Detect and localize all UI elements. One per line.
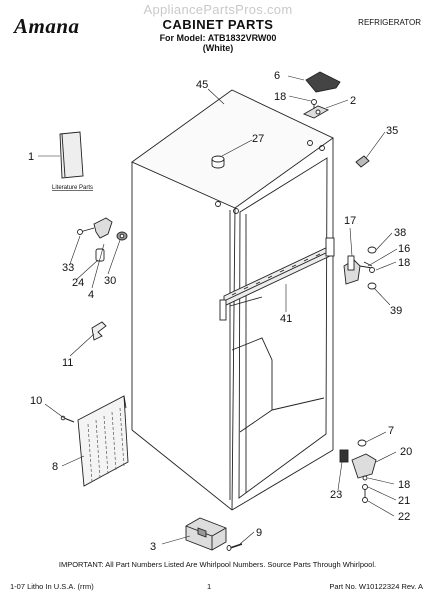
literature-booklet xyxy=(59,131,84,179)
callout-6: 6 xyxy=(274,70,280,82)
plug-button-part xyxy=(211,155,225,169)
callout-23: 23 xyxy=(330,489,342,501)
print-info: 1-07 Litho In U.S.A. (rrm) xyxy=(10,582,94,591)
literature-parts-label: Literature Parts xyxy=(52,185,93,191)
callout-21: 21 xyxy=(398,495,410,507)
callout-18-mid: 18 xyxy=(398,257,410,269)
callout-18-top: 18 xyxy=(274,91,286,103)
callout-30: 30 xyxy=(104,275,116,287)
callout-39: 39 xyxy=(390,305,402,317)
callout-4: 4 xyxy=(88,289,94,301)
hinge-cover-part xyxy=(305,71,341,93)
callout-20: 20 xyxy=(400,446,412,458)
page-number: 1 xyxy=(207,582,212,591)
base-leg-part xyxy=(185,517,227,551)
center-hinge-assembly xyxy=(343,246,377,290)
callout-11: 11 xyxy=(62,357,73,369)
callout-38: 38 xyxy=(394,227,406,239)
callout-27: 27 xyxy=(252,133,264,145)
callout-17: 17 xyxy=(344,215,356,227)
callout-3: 3 xyxy=(150,541,156,553)
stop-part xyxy=(355,155,370,168)
bracket-part xyxy=(91,321,107,341)
callout-7: 7 xyxy=(388,425,394,437)
callout-33: 33 xyxy=(62,262,74,274)
callout-45: 45 xyxy=(196,79,208,91)
important-note: IMPORTANT: All Part Numbers Listed Are W… xyxy=(58,560,377,569)
callout-16: 16 xyxy=(398,243,410,255)
callout-10: 10 xyxy=(30,395,42,407)
color-variant: (White) xyxy=(202,43,234,53)
page-title: CABINET PARTS xyxy=(162,17,274,32)
left-door-hinge-assembly xyxy=(77,217,128,262)
leg-screw-part xyxy=(226,543,243,551)
callout-41: 41 xyxy=(280,313,292,325)
callout-24: 24 xyxy=(72,277,84,289)
callout-8: 8 xyxy=(52,461,58,473)
cabinet-shell xyxy=(131,89,334,511)
callout-18-low: 18 xyxy=(398,479,410,491)
callout-2: 2 xyxy=(350,95,356,107)
document-part-number: Part No. W10122324 Rev. A xyxy=(329,582,423,591)
divider-rail xyxy=(219,237,335,321)
screw-part xyxy=(60,415,75,423)
model-line: For Model: ATB1832VRW00 xyxy=(159,33,277,43)
appliance-category: REFRIGERATOR xyxy=(358,18,421,27)
callout-1: 1 xyxy=(28,151,34,163)
callout-9: 9 xyxy=(256,527,262,539)
watermark: AppliancePartsPros.com xyxy=(143,2,293,17)
callout-22: 22 xyxy=(398,511,410,523)
callout-35: 35 xyxy=(386,125,398,137)
lower-hinge-assembly xyxy=(339,439,377,503)
back-grille-part xyxy=(77,395,129,487)
top-hinge-part xyxy=(302,99,330,119)
brand-logo: Amana xyxy=(14,14,80,38)
